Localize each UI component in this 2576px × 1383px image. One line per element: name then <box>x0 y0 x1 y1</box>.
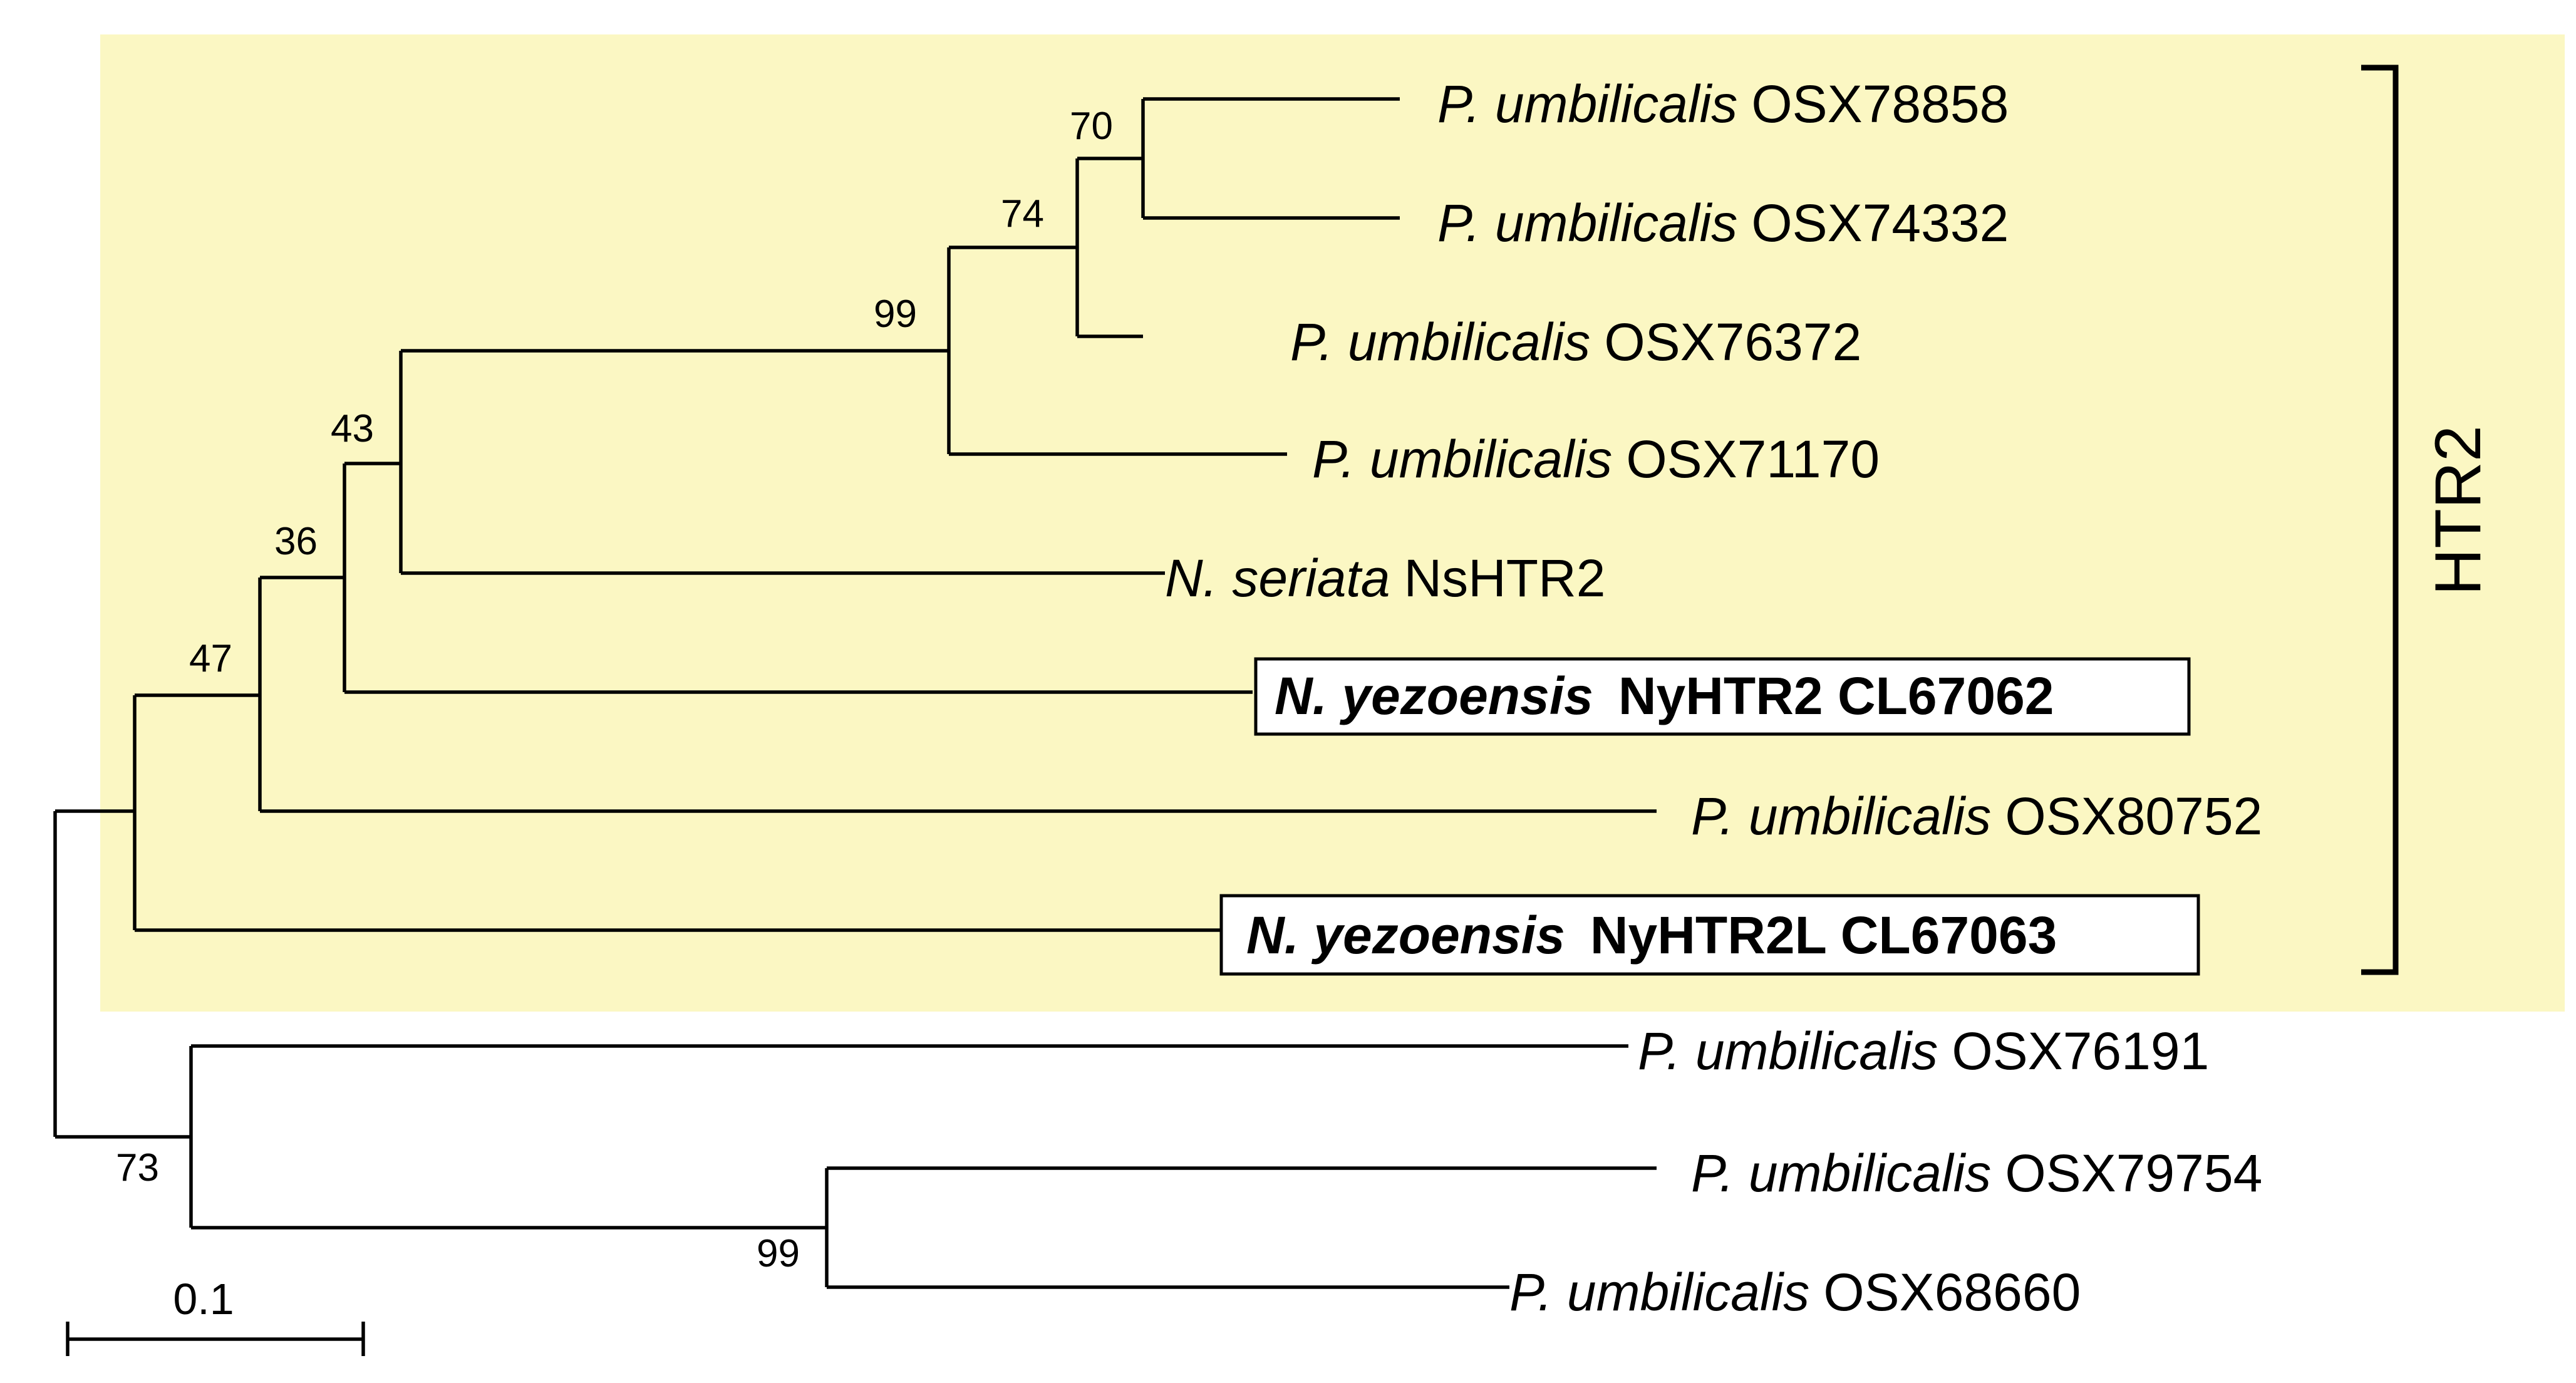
leaf-species: P. umbilicalis <box>1312 430 1612 489</box>
htr2-clade-highlight <box>100 34 2565 1012</box>
leaf-accession: OSX74332 <box>1751 194 2009 252</box>
bootstrap-value: 47 <box>189 637 232 680</box>
scale-bar: 0.1 <box>66 1275 365 1356</box>
leaf-species: P. umbilicalis <box>1437 194 1737 252</box>
leaf-accession: NyHTR2 CL67062 <box>1618 666 2054 725</box>
leaf-species: P. umbilicalis <box>1290 313 1590 371</box>
bootstrap-value: 99 <box>757 1232 800 1275</box>
leaf-accession: OSX76191 <box>1952 1022 2209 1080</box>
leaf-species: N. yezoensis <box>1246 906 1565 965</box>
scale-bar-label: 0.1 <box>173 1275 234 1323</box>
bootstrap-value: 36 <box>274 520 318 563</box>
leaf-label: N. yezoensis NyHTR2L CL67063 <box>1246 906 2057 965</box>
leaf-accession: NyHTR2L CL67063 <box>1590 906 2057 965</box>
htr2-clade-bracket <box>2361 65 2399 975</box>
bootstrap-value: 43 <box>331 407 374 450</box>
leaf-label: N. yezoensis NyHTR2 CL67062 <box>1275 666 2054 725</box>
bootstrap-value: 70 <box>1070 105 1113 148</box>
leaf-species: N. seriata <box>1165 549 1390 608</box>
tree-branches <box>53 97 1657 1289</box>
leaf-species: P. umbilicalis <box>1437 75 1737 133</box>
nyhtr2l-box <box>1219 894 2200 976</box>
leaf-accession: OSX71170 <box>1626 430 1880 489</box>
htr2-clade-label: HTR2 <box>2422 425 2495 596</box>
leaf-species: P. umbilicalis <box>1509 1263 1809 1322</box>
leaf-accession: NsHTR2 <box>1404 549 1605 608</box>
leaf-species: P. umbilicalis <box>1691 787 1991 846</box>
leaf-accession: OSX79754 <box>2005 1144 2262 1203</box>
leaf-species: P. umbilicalis <box>1691 1144 1991 1203</box>
leaf-accession: OSX76372 <box>1604 313 1861 371</box>
leaf-species: N. yezoensis <box>1275 666 1593 725</box>
bootstrap-values: 70 74 99 43 36 47 73 99 <box>116 105 1113 1275</box>
nyhtr2-box <box>1254 657 2191 736</box>
leaf-accession: OSX78858 <box>1751 75 2009 133</box>
bootstrap-value: 99 <box>874 293 917 336</box>
bootstrap-value: 73 <box>116 1146 159 1189</box>
scale-bar-line <box>66 1322 365 1356</box>
bootstrap-value: 74 <box>1001 192 1044 236</box>
leaf-accession: OSX68660 <box>1823 1263 2081 1322</box>
leaf-species: P. umbilicalis <box>1638 1022 1938 1080</box>
leaf-accession: OSX80752 <box>2005 787 2262 846</box>
